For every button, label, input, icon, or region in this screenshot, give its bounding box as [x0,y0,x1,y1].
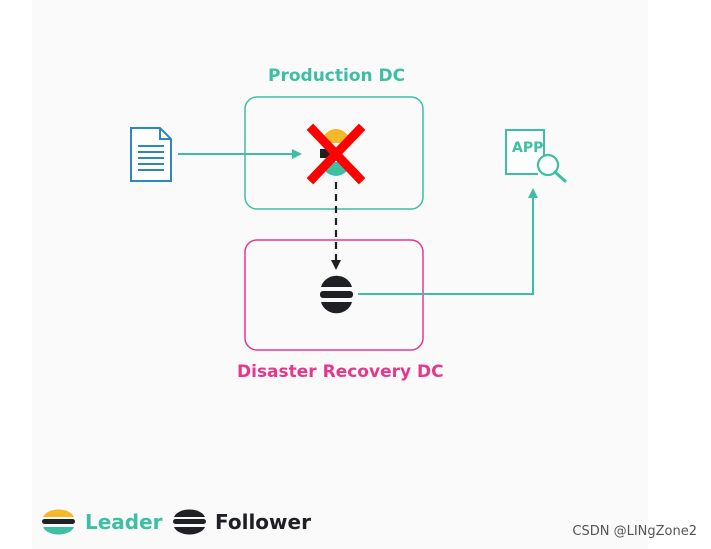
failover-arrow [358,188,538,295]
app-label: APP [512,140,543,156]
app-search-icon: APP [505,129,567,183]
legend-follower-icon [173,509,206,535]
failed-x-icon [306,123,366,185]
legend-leader-label: Leader [85,510,163,534]
diagram-background [32,0,648,549]
document-icon [130,127,172,182]
follower-node-icon [320,275,353,314]
disaster-recovery-dc-title: Disaster Recovery DC [237,362,444,382]
production-dc-title: Production DC [268,66,406,86]
watermark: CSDN @LINgZone2 [572,524,697,539]
legend-follower-label: Follower [215,510,311,534]
legend-leader-icon [42,509,75,535]
